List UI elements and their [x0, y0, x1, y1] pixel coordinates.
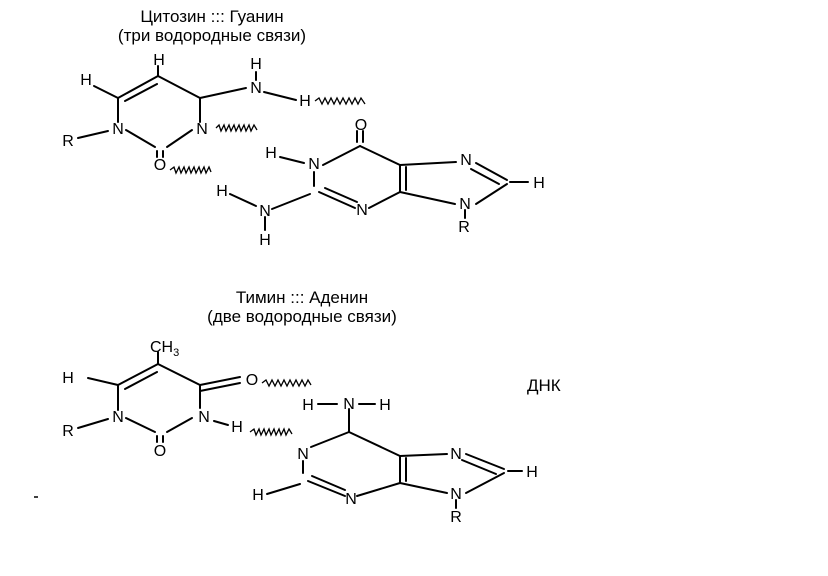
cg-hydrogen-bonds — [169, 96, 366, 175]
gua-N9: N — [459, 196, 471, 213]
hbond-ta-2 — [249, 427, 293, 437]
gua-H1: H — [265, 145, 277, 162]
gua-O6: O — [355, 117, 367, 134]
hbond-cg-1 — [314, 96, 366, 106]
gua-N7: N — [460, 152, 472, 169]
cyt-amino-N: N — [250, 80, 262, 97]
cyt-N1: N — [112, 121, 124, 138]
thy-N3: N — [198, 409, 210, 426]
cyt-N3: N — [196, 121, 208, 138]
ade-N3: N — [345, 491, 357, 508]
thymine-structure — [77, 351, 241, 443]
gua-amino-H-bottom: H — [259, 232, 271, 249]
thy-H3: H — [231, 419, 243, 436]
cyt-amino-H: H — [299, 93, 311, 110]
cyt-H5: H — [153, 52, 165, 69]
thy-methyl-sub: 3 — [173, 347, 179, 359]
ade-H8: H — [526, 464, 538, 481]
ade-N7: N — [450, 446, 462, 463]
gua-R: R — [458, 219, 470, 236]
cg-subtitle: (три водородные связи) — [118, 26, 306, 45]
ta-title: Тимин ::: Аденин — [236, 288, 368, 307]
ade-amino-N: N — [343, 396, 355, 413]
hbond-cg-2 — [215, 123, 258, 133]
gua-amino-H: H — [216, 183, 228, 200]
ade-amino-H-left: H — [302, 397, 314, 414]
ta-hydrogen-bonds — [249, 378, 312, 437]
ade-amino-H-right: H — [379, 397, 391, 414]
dna-label: ДНК — [527, 376, 561, 395]
adenine-structure — [266, 403, 523, 509]
hbond-ta-1 — [261, 378, 312, 388]
ade-N9: N — [450, 486, 462, 503]
thy-O2: O — [154, 443, 166, 460]
hbond-cg-3 — [169, 165, 212, 175]
thy-methyl-ch: CH — [150, 339, 173, 356]
gua-amino-N: N — [259, 203, 271, 220]
thy-H6: H — [62, 370, 74, 387]
ade-H2: H — [252, 487, 264, 504]
ade-R: R — [450, 509, 462, 526]
cyt-O2: O — [154, 157, 166, 174]
ta-subtitle: (две водородные связи) — [207, 307, 397, 326]
gua-N1: N — [308, 156, 320, 173]
gua-N3: N — [356, 202, 368, 219]
ade-N1: N — [297, 446, 309, 463]
cyt-R: R — [62, 133, 74, 150]
thy-O4: O — [246, 372, 258, 389]
thy-R: R — [62, 423, 74, 440]
thy-methyl: CH3 — [150, 339, 179, 359]
guanine-structure — [264, 130, 529, 231]
cyt-H6: H — [80, 72, 92, 89]
cytosine-structure — [77, 65, 257, 158]
thy-N1: N — [112, 409, 124, 426]
gua-H8: H — [533, 175, 545, 192]
cg-title: Цитозин ::: Гуанин — [140, 7, 283, 26]
cyt-amino-H-top: H — [250, 56, 262, 73]
